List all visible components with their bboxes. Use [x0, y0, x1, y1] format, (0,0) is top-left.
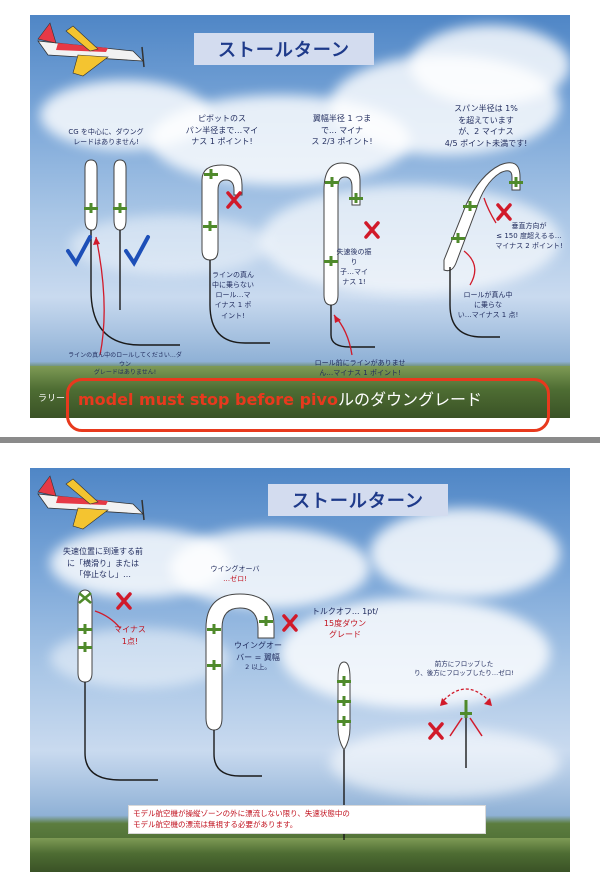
- plane-icon: [204, 169, 218, 179]
- plane-icon: [207, 624, 221, 634]
- note-wingover: ウイングオーバ…ゼロ!: [210, 565, 260, 584]
- slide-stall-turn-2: ストールターン: [30, 468, 570, 872]
- plane-icon: [337, 716, 351, 726]
- plane-icon: [78, 642, 92, 652]
- plane-icon: [203, 221, 217, 231]
- plane-icon: [509, 177, 523, 187]
- figure-skid: [77, 589, 158, 781]
- figure-flop: [428, 688, 492, 768]
- plane-icon: [460, 700, 472, 718]
- figure-wingover: [205, 593, 298, 777]
- plane-icon: [349, 193, 363, 203]
- note-line-before-roll: ロール前にラインがありません…マイナス 1 ポイント!: [314, 359, 406, 378]
- slide-title: ストールターン: [194, 33, 374, 65]
- plane-icon: [78, 624, 92, 634]
- note-post-stall-swing: 失速後の振り子…マイナス 1!: [336, 248, 372, 287]
- plane-icon: [324, 256, 338, 266]
- note-vertical: 垂直方向が≤ 150 度超えるる…マイナス 2 ポイント!: [495, 222, 563, 251]
- plane-icon: [113, 203, 127, 213]
- plane-icon: [207, 660, 221, 670]
- figure-torque: [337, 661, 351, 840]
- figure-2: [201, 164, 270, 344]
- maneuver-diagram-2: [37, 475, 492, 840]
- slide-stall-turn-1: ストールターン: [30, 15, 570, 418]
- figure-1: [66, 159, 180, 356]
- plane-icon: [84, 203, 98, 213]
- check-icon: [66, 235, 92, 267]
- note-roll-center-1: ラインの真ん中に乗らないロール…マイナス 1 ポイント!: [212, 271, 254, 320]
- cross-icon: [116, 592, 132, 610]
- cross-icon: [428, 722, 444, 740]
- plane-icon: [259, 616, 273, 626]
- plane-icon: [337, 696, 351, 706]
- note-roll-center-2: ロールが真ん中に乗らない…マイナス 1 点!: [457, 291, 519, 320]
- airplane-logo-icon: [37, 22, 145, 77]
- plane-icon: [463, 201, 477, 211]
- cross-icon: [496, 203, 512, 221]
- note-cg: CG を中心に、ダウングレードはありません!: [68, 128, 144, 147]
- note-pivot: ピボットのスパン半径まで…マイナス 1 ポイント!: [185, 114, 259, 147]
- maneuver-diagram-1: [37, 22, 523, 356]
- subtitle-banner: [66, 378, 550, 432]
- subtitle-red: model must stop before pivo: [78, 390, 338, 409]
- note-roll-center-bottom: ラインの真ん中のロールしてください…ダウングレードはありません!: [68, 352, 182, 377]
- subtitle-text: model must stop before pivoルのダウングレード: [78, 386, 482, 410]
- note-wingspan: 翼幅半径 1 つまで... マイナス 2/3 ポイント!: [311, 114, 373, 147]
- plane-icon: [325, 177, 339, 187]
- slide-title: ストールターン: [268, 484, 448, 516]
- cross-icon: [364, 221, 380, 239]
- check-icon: [124, 235, 150, 267]
- note-skid: 失速位置に到達する前に「横滑り」または「停止なし」…: [63, 547, 143, 580]
- figure-4: [443, 162, 523, 338]
- figure-3: [323, 162, 380, 356]
- note-flop: 前方にフロップしたり、後方にフロップしたり…ゼロ!: [414, 660, 514, 678]
- cross-icon: [226, 191, 242, 209]
- cross-icon: [282, 614, 298, 632]
- side-label: ラリー: [38, 394, 66, 404]
- drift-footnote: モデル航空機が操縦ゾーンの外に漂流しない限り、失速状態中の モデル航空機の漂流は…: [128, 805, 486, 834]
- subtitle-white: ルのダウングレード: [337, 390, 482, 409]
- plane-icon: [337, 676, 351, 686]
- plane-icon: [451, 233, 465, 243]
- airplane-logo-icon: [37, 475, 145, 530]
- slide-divider: [0, 437, 600, 443]
- note-torque: トルクオフ... 1pt/15度ダウングレード: [311, 607, 379, 640]
